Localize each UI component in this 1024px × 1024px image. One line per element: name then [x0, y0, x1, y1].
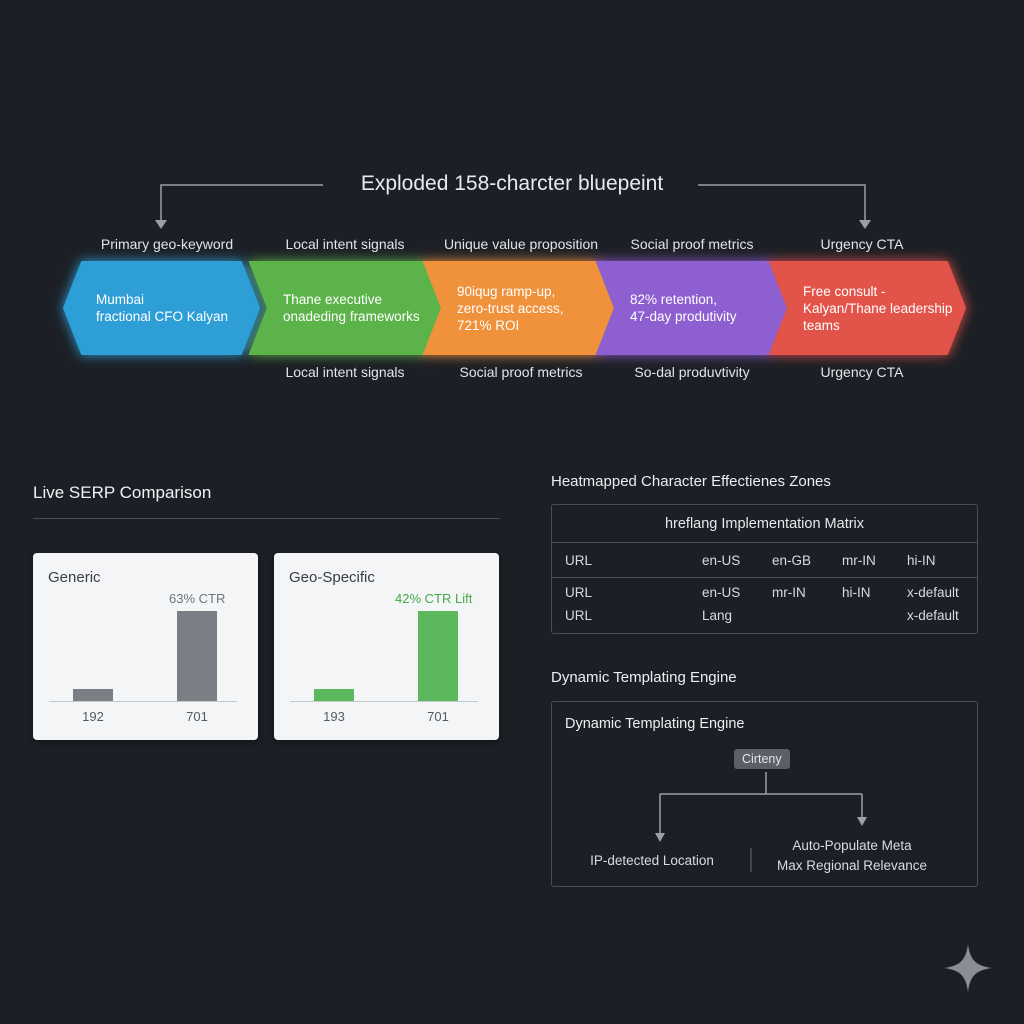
chevron-text-line: onadeding frameworks: [283, 309, 420, 324]
chevron-text-line: 47-day produtivity: [630, 309, 737, 324]
chevron-text-line: teams: [803, 317, 840, 333]
heatmap-title: Heatmapped Character Effectienes Zones: [551, 473, 831, 490]
matrix-cell: x-default: [907, 585, 959, 600]
matrix-divider: [552, 542, 977, 543]
templating-engine-panel: Dynamic Templating Engine Cirteny IP-det…: [551, 701, 978, 887]
ctr-annotation: 63% CTR: [169, 591, 226, 606]
serp-divider: [33, 518, 500, 519]
chevron-step-1: [62, 261, 261, 355]
tick-label-high: 701: [427, 709, 449, 724]
chevron-text-line: 82% retention,: [630, 292, 718, 307]
templating-panel-title: Dynamic Templating Engine: [565, 716, 745, 732]
tick-label-low: 193: [323, 709, 345, 724]
chevron-flow: [62, 261, 967, 355]
chevron-text-line: Mumbai: [96, 292, 145, 307]
generic-card: Generic 63% CTR 192 701: [33, 553, 258, 740]
hreflang-matrix: hreflang Implementation Matrix URL en-US e…: [551, 504, 978, 634]
matrix-cell: URL: [565, 608, 593, 623]
templating-heading: Dynamic Templating Engine: [551, 669, 737, 686]
step-top-label-4: Social proof metrics: [630, 236, 754, 252]
chevron-text-4: 82% retention, 47-day produtivity: [630, 291, 737, 325]
chevron-text-line: 721% ROI: [457, 317, 520, 333]
bar-low: [73, 689, 113, 701]
step-top-label-5: Urgency CTA: [820, 236, 904, 252]
matrix-cell: en-US: [702, 553, 741, 568]
sparkle-icon: [944, 944, 992, 992]
step-top-label-3: Unique value proposition: [443, 236, 599, 252]
matrix-cell: hi-IN: [907, 553, 936, 568]
geo-specific-card: Geo-Specific 42% CTR Lift 193 701: [274, 553, 499, 740]
regional-relevance-output: Max Regional Relevance: [776, 858, 928, 873]
step-top-label-1: Primary geo-keyword: [100, 236, 234, 252]
bar-low: [314, 689, 354, 701]
templating-connectors: [655, 772, 867, 872]
chevron-text-line: Kalyan/Thane leadership: [803, 300, 953, 316]
chevron-text-3: 90iqug ramp-up,zero-trust access,721% RO…: [457, 283, 564, 334]
serp-title: Live SERP Comparison: [33, 483, 212, 502]
bar-high: [418, 611, 458, 701]
x-axis: [290, 701, 478, 702]
step-bottom-label-5: Urgency CTA: [820, 364, 904, 380]
matrix-cell: en-GB: [772, 553, 812, 568]
matrix-cell: x-default: [907, 608, 959, 623]
blueprint-brackets: [155, 184, 871, 229]
tick-label-low: 192: [82, 709, 104, 724]
auto-populate-output: Auto-Populate Meta: [792, 838, 912, 853]
step-top-label-2: Local intent signals: [285, 236, 405, 252]
matrix-cell: URL: [565, 553, 593, 568]
ip-location-output: IP-detected Location: [590, 853, 714, 868]
card-title: Generic: [48, 569, 101, 586]
chevron-text-line: zero-trust access,: [457, 300, 564, 316]
chevron-text-line: 90iqug ramp-up,: [457, 283, 556, 299]
chevron-text-1: Mumbai fractional CFO Kalyan: [96, 291, 228, 325]
matrix-divider: [552, 577, 977, 578]
step-bottom-label-3: Social proof metrics: [459, 364, 583, 380]
chevron-step-5: [768, 261, 967, 355]
bar-high: [177, 611, 217, 701]
step-bottom-label-4: So-dal produvtivity: [634, 364, 750, 380]
content-node: Cirteny: [734, 749, 790, 769]
matrix-title: hreflang Implementation Matrix: [664, 516, 865, 532]
matrix-cell: URL: [565, 585, 593, 600]
blueprint-title: Exploded 158-charcter bluepeint: [360, 172, 664, 195]
x-axis: [49, 701, 237, 702]
matrix-cell: Lang: [702, 608, 733, 623]
chevron-text-line: fractional CFO Kalyan: [96, 309, 229, 324]
chevron-text-line: Thane executive: [283, 292, 383, 307]
matrix-cell: en-US: [702, 585, 741, 600]
card-title: Geo-Specific: [289, 569, 375, 586]
chevron-text-line: Free consult -: [803, 283, 886, 299]
tick-label-high: 701: [186, 709, 208, 724]
matrix-cell: mr-IN: [772, 585, 806, 600]
matrix-cell: mr-IN: [842, 553, 876, 568]
ctr-lift-annotation: 42% CTR Lift: [395, 591, 473, 606]
matrix-cell: hi-IN: [842, 585, 871, 600]
chevron-text-2: Thane executive onadeding frameworks: [283, 291, 420, 325]
step-bottom-label-2: Local intent signals: [285, 364, 405, 380]
